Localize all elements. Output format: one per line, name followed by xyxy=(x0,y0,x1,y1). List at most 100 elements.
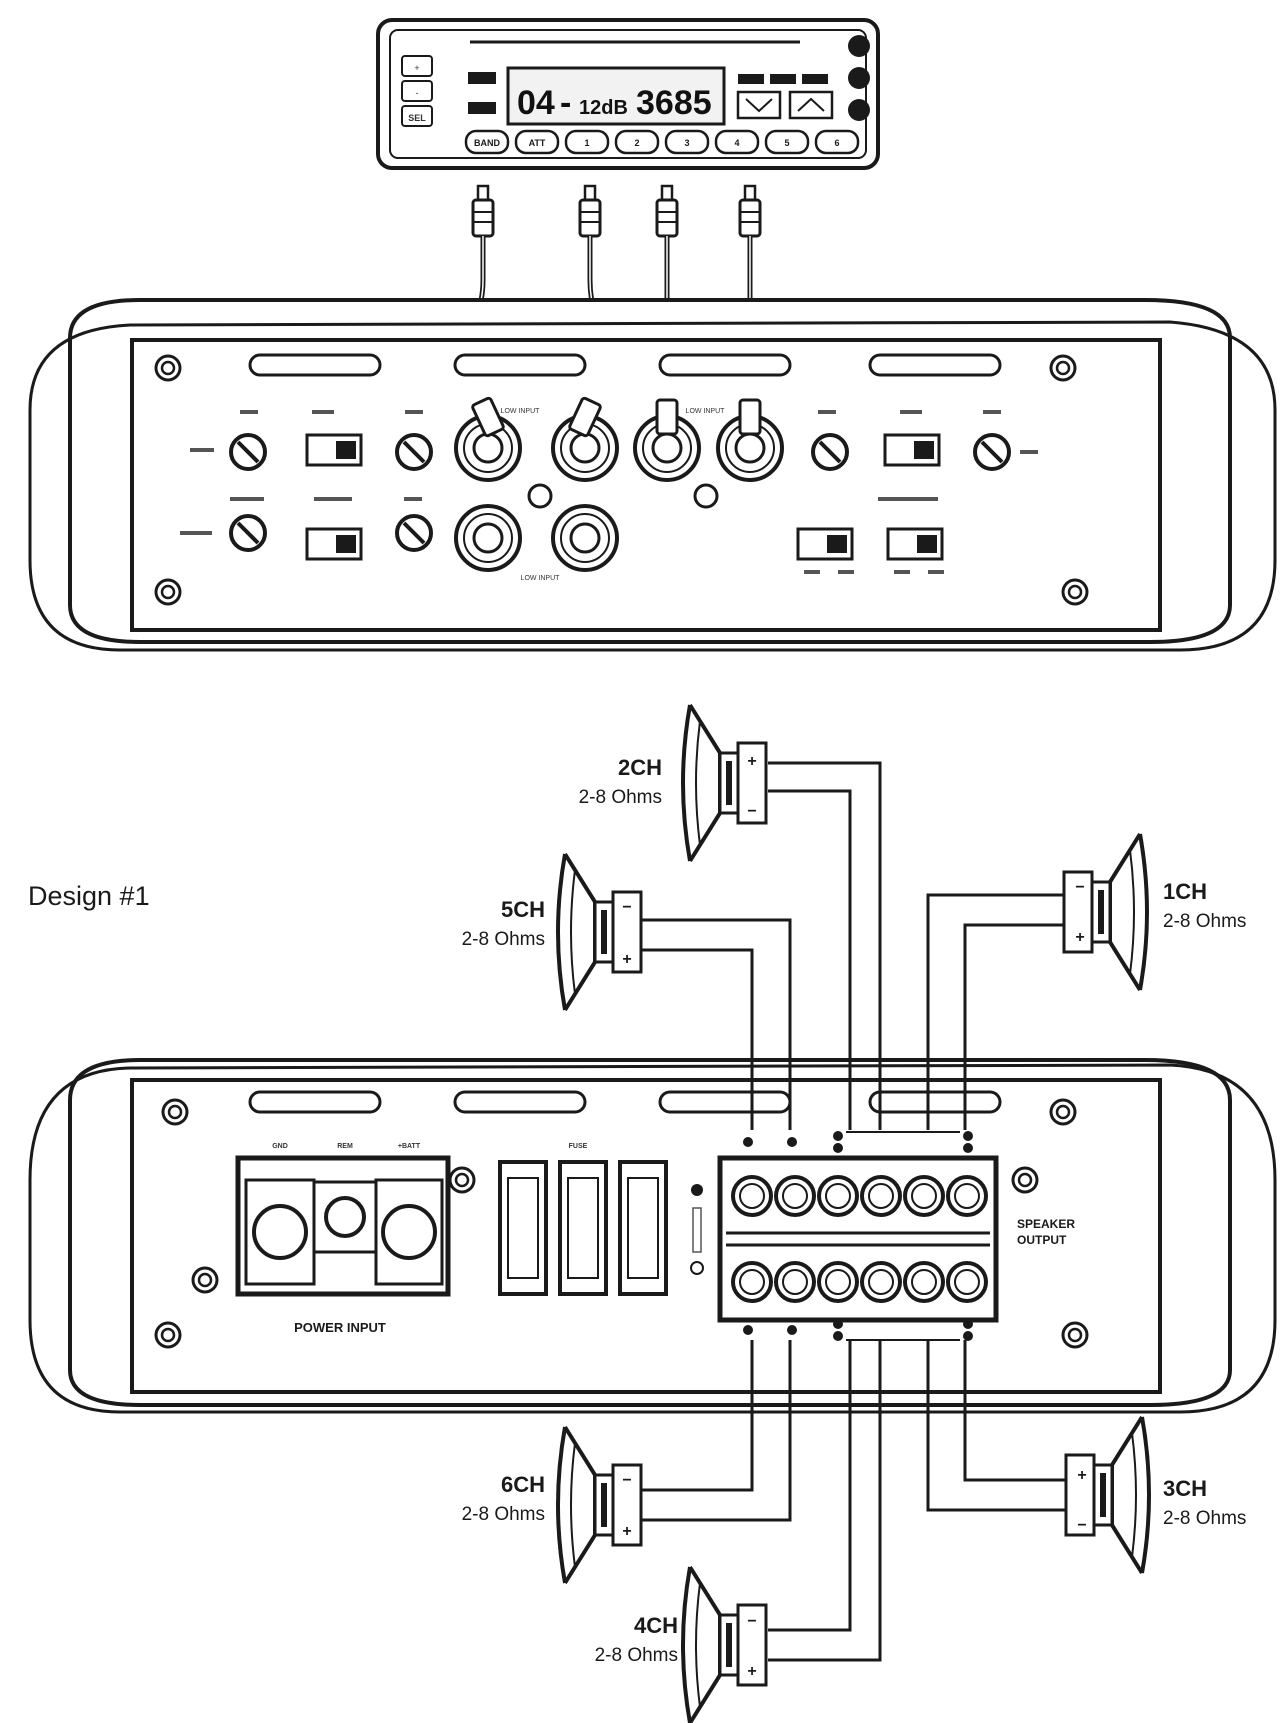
vent-slot xyxy=(453,1090,587,1114)
preset-button-5[interactable] xyxy=(764,129,810,155)
channel-switch[interactable] xyxy=(796,527,854,561)
speaker-output-terminal[interactable] xyxy=(946,1261,988,1303)
round-button[interactable] xyxy=(848,35,870,57)
preset-button-label: 2 xyxy=(634,138,639,148)
gain-knob[interactable] xyxy=(395,514,433,552)
batt-terminal[interactable] xyxy=(381,1204,437,1260)
fuse-label: FUSE xyxy=(569,1143,588,1150)
speaker-wire xyxy=(768,789,852,1130)
speaker-output-terminal[interactable] xyxy=(860,1175,902,1217)
gnd-label: GND xyxy=(272,1143,288,1150)
preset-button-6[interactable] xyxy=(814,129,860,155)
speaker-output-terminal[interactable] xyxy=(731,1261,773,1303)
speaker-icon xyxy=(1064,1415,1151,1575)
round-button[interactable] xyxy=(848,67,870,89)
preset-button-att[interactable] xyxy=(514,129,560,155)
speaker-6ch: − + 6CH 2-8 Ohms xyxy=(462,1425,643,1585)
speaker-icon xyxy=(556,852,643,1012)
screw xyxy=(154,1321,182,1349)
rca-plug xyxy=(578,184,602,238)
seek-up-button[interactable] xyxy=(788,90,834,120)
lcd-value: 3685 xyxy=(636,84,712,122)
speaker-output-terminal[interactable] xyxy=(731,1175,773,1217)
preset-button-2[interactable] xyxy=(614,129,660,155)
speaker-output-terminal[interactable] xyxy=(774,1261,816,1303)
plus-icon: + xyxy=(622,951,631,968)
preset-button-4[interactable] xyxy=(714,129,760,155)
plus-button[interactable] xyxy=(401,55,433,77)
speaker-wire xyxy=(963,1340,1070,1482)
speaker-wire xyxy=(632,948,754,1130)
speaker-wire xyxy=(632,918,792,1130)
gain-knob[interactable] xyxy=(811,433,849,471)
filter-switch[interactable] xyxy=(305,433,363,467)
channel-label: 2CH xyxy=(618,755,662,780)
rca-plug xyxy=(655,184,679,238)
preset-button-3[interactable] xyxy=(664,129,710,155)
vent-slot xyxy=(658,1090,792,1114)
sel-button[interactable] xyxy=(401,105,433,127)
speaker-4ch: − + 4CH 2-8 Ohms xyxy=(595,1565,768,1723)
amplifier-output-panel: GND REM +BATT POWER INPUT FUSE SPEAKER O… xyxy=(28,1058,1277,1414)
minus-icon: − xyxy=(747,803,756,820)
rca-plug xyxy=(471,184,495,238)
minus-icon: − xyxy=(747,1613,756,1630)
speaker-icon xyxy=(681,703,768,863)
impedance-label: 2-8 Ohms xyxy=(1163,911,1246,932)
freq-knob[interactable] xyxy=(973,433,1011,471)
sel-button-label: SEL xyxy=(408,113,426,123)
silkscreen-marks xyxy=(180,410,1038,574)
speaker-wires xyxy=(632,761,1070,1662)
low-pass-knob[interactable] xyxy=(229,514,267,552)
speaker-output-terminal[interactable] xyxy=(860,1261,902,1303)
vent-slot xyxy=(248,1090,382,1114)
speaker-output-terminal[interactable] xyxy=(946,1175,988,1217)
speaker-5ch: − + 5CH 2-8 Ohms xyxy=(462,852,643,1012)
speaker-output-terminal[interactable] xyxy=(903,1261,945,1303)
low-input-label: LOW INPUT xyxy=(501,408,541,415)
fuse[interactable] xyxy=(618,1160,668,1296)
screw xyxy=(191,1266,219,1294)
input-select-switch[interactable] xyxy=(886,527,944,561)
bass-boost-switch[interactable] xyxy=(305,527,363,561)
impedance-label: 2-8 Ohms xyxy=(1163,1508,1246,1529)
preset-button-label: 4 xyxy=(734,138,739,148)
rem-terminal[interactable] xyxy=(324,1196,366,1238)
minus-icon: − xyxy=(622,899,631,916)
preset-button-label: ATT xyxy=(529,138,546,148)
speaker-wire xyxy=(926,1340,1070,1512)
round-button[interactable] xyxy=(848,99,870,121)
speaker-output-terminal[interactable] xyxy=(903,1175,945,1217)
speaker-wire xyxy=(632,1340,754,1492)
preset-button-band[interactable] xyxy=(464,129,510,155)
impedance-label: 2-8 Ohms xyxy=(579,787,662,808)
speaker-output-terminal[interactable] xyxy=(817,1261,859,1303)
screw xyxy=(1049,1098,1077,1126)
speaker-wire xyxy=(768,1340,882,1662)
gain-knob[interactable] xyxy=(395,433,433,471)
speaker-output-terminal[interactable] xyxy=(817,1175,859,1217)
lcd-separator: - xyxy=(560,84,571,122)
preset-button-label: BAND xyxy=(474,138,500,148)
speaker-output-terminal[interactable] xyxy=(774,1175,816,1217)
rca-input-jack[interactable] xyxy=(454,504,522,572)
plus-icon: + xyxy=(1077,1467,1086,1484)
freq-knob[interactable] xyxy=(229,433,267,471)
screw xyxy=(161,1098,189,1126)
preset-button-1[interactable] xyxy=(564,129,610,155)
lcd-level: 12dB xyxy=(579,97,628,119)
minus-button[interactable] xyxy=(401,80,433,102)
impedance-label: 2-8 Ohms xyxy=(462,929,545,950)
plus-button-label: + xyxy=(414,63,419,73)
screw xyxy=(1061,1321,1089,1349)
gnd-terminal[interactable] xyxy=(252,1204,308,1260)
rca-input-jack[interactable] xyxy=(551,504,619,572)
fuse[interactable] xyxy=(498,1160,548,1296)
speaker-wire xyxy=(768,1340,852,1632)
speaker-wire xyxy=(632,1340,792,1522)
filter-switch[interactable] xyxy=(883,433,941,467)
fuse[interactable] xyxy=(558,1160,608,1296)
seek-down-button[interactable] xyxy=(736,90,782,120)
chevron-down-icon xyxy=(745,98,773,113)
